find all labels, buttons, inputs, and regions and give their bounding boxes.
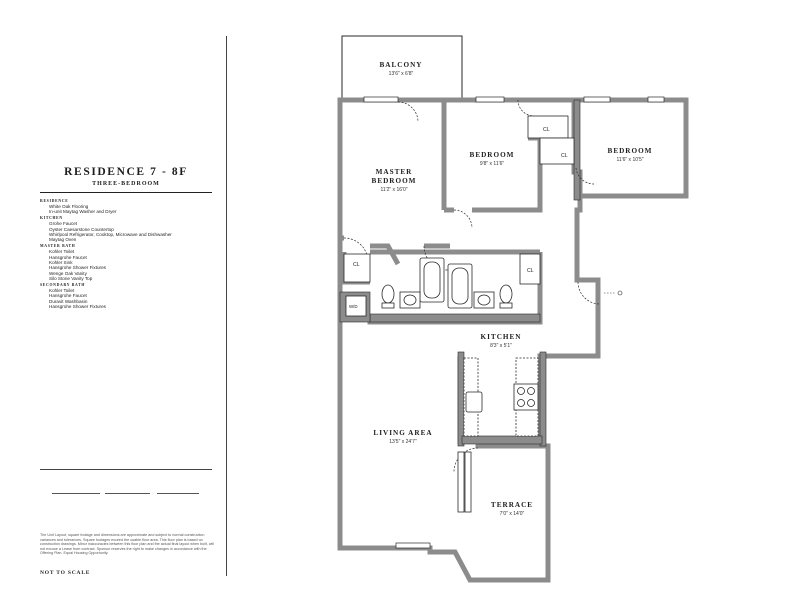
spec-item: Maytag Oven <box>49 237 77 243</box>
spec-heading: KITCHEN <box>40 216 63 221</box>
signature-line <box>105 493 150 494</box>
panel-divider <box>226 36 227 576</box>
master-bedroom-name-line1: MASTER <box>376 168 413 176</box>
toilet-icon <box>381 284 395 304</box>
specs-list: RESIDENCE White Oak Flooring In-unit May… <box>40 197 220 309</box>
cooktop-icon <box>513 383 539 411</box>
spec-item: Silo Stone Vanity Top <box>49 275 93 281</box>
living-area-name: LIVING AREA <box>373 429 432 437</box>
kitchen-dim: 8'3" x 5'1" <box>490 343 512 349</box>
spec-item: Duravit Washbasin <box>49 298 88 304</box>
toilet-icon <box>499 284 513 304</box>
spec-item: In-unit Maytag Washer and Dryer <box>49 209 117 215</box>
balcony-dim: 13'6" x 6'8" <box>389 71 414 77</box>
washer-dryer-label: W/D <box>349 304 358 309</box>
spec-item: Grohe Faucet <box>49 221 78 227</box>
spec-item: Kohler Toilet <box>49 249 75 255</box>
closet-label: CL <box>353 262 360 268</box>
residence-title: RESIDENCE 7 - 8F <box>64 166 188 178</box>
closet-label: CL <box>561 153 568 159</box>
spec-item: Hansgrohe Shower Fixtures <box>49 265 106 271</box>
disclaimer-text: The Unit Layout, square footage and dime… <box>40 533 215 555</box>
spec-item: Kohler Sink <box>49 260 73 266</box>
spec-item: Wenge Oak Vanity <box>49 270 87 276</box>
closet-label: CL <box>543 127 550 133</box>
spec-item: Whirlpool Refrigerator, Cooktop, Microwa… <box>49 231 172 237</box>
bedroom-2-name: BEDROOM <box>470 151 515 159</box>
spec-group-master-bath: MASTER BATH Kohler Toilet Hansgrohe Fauc… <box>40 244 220 281</box>
spec-item: Oyster Caesarstone Countertop <box>49 226 114 232</box>
washer-dryer-icon <box>345 295 367 317</box>
windows <box>363 96 665 549</box>
spec-group-residence: RESIDENCE White Oak Flooring In-unit May… <box>40 199 220 215</box>
spec-item: Hansgrohe Faucet <box>49 293 87 299</box>
spec-heading: MASTER BATH <box>40 244 76 249</box>
living-area-dim: 13'5" x 24'7" <box>389 439 417 445</box>
bath-fixtures <box>381 257 513 309</box>
sink-icon <box>465 391 483 413</box>
closets <box>343 115 575 285</box>
terrace-name: TERRACE <box>491 501 533 509</box>
bedroom-2-dim: 9'8" x 11'6" <box>480 161 504 167</box>
spec-heading: SECONDARY BATH <box>40 282 86 287</box>
master-bedroom-dim: 11'2" x 16'0" <box>380 187 407 193</box>
bedroom-3-dim: 11'6" x 10'5" <box>616 157 643 163</box>
signature-line <box>157 493 199 494</box>
master-bedroom-name-line2: BEDROOM <box>372 177 417 185</box>
entry-marker-icon <box>604 290 623 296</box>
spec-item: Hansgrohe Faucet <box>49 254 87 260</box>
balcony-name: BALCONY <box>380 61 423 69</box>
terrace-dim: 7'0" x 14'0" <box>500 511 525 517</box>
spec-item: Hansgrohe Shower Fixtures <box>49 304 106 310</box>
residence-subtitle: THREE-BEDROOM <box>92 181 160 187</box>
kitchen-fixtures <box>463 357 539 437</box>
kitchen-name: KITCHEN <box>481 333 522 341</box>
spec-item: Kohler Toilet <box>49 288 75 294</box>
title-divider <box>40 192 212 193</box>
footer-divider <box>40 469 212 470</box>
balcony-railing <box>341 35 463 98</box>
not-to-scale-label: NOT TO SCALE <box>40 570 91 576</box>
info-panel: RESIDENCE 7 - 8F THREE-BEDROOM RESIDENCE… <box>0 0 226 612</box>
terrace-door <box>457 451 472 513</box>
closet-label: CL <box>527 268 534 274</box>
spec-group-secondary-bath: SECONDARY BATH Kohler Toilet Hansgrohe F… <box>40 283 220 309</box>
bedroom-3-name: BEDROOM <box>608 147 653 155</box>
spec-group-kitchen: KITCHEN Grohe Faucet Oyster Caesarstone … <box>40 216 220 242</box>
spec-heading: RESIDENCE <box>40 198 69 203</box>
spec-item: White Oak Flooring <box>49 203 89 209</box>
signature-line <box>52 493 100 494</box>
